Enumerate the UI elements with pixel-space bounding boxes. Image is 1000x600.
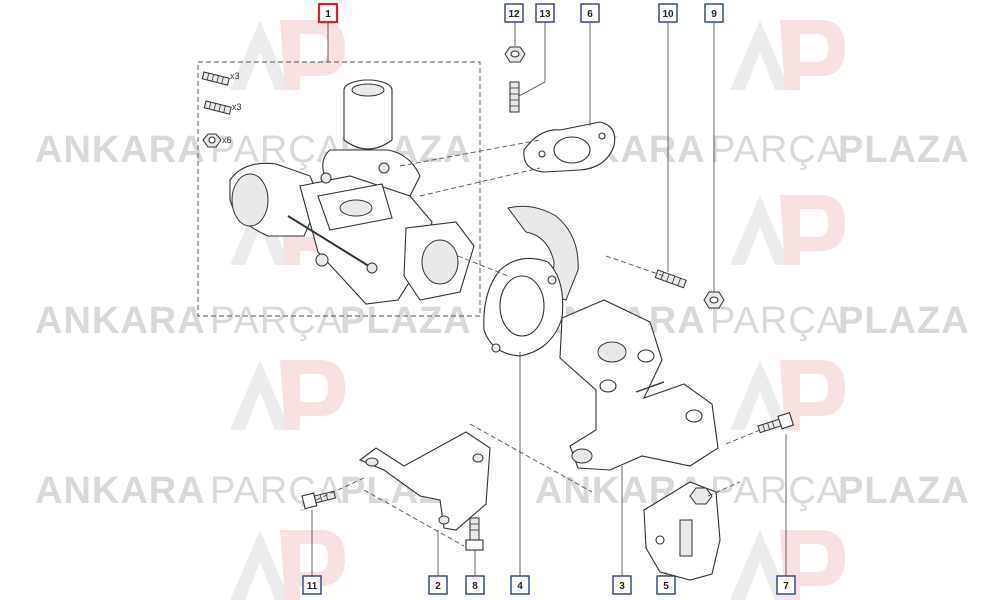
- watermark-text-row: ANKARA PARÇA PLAZA ANKARA PARÇA PLAZA: [35, 129, 970, 171]
- svg-text:13: 13: [539, 9, 551, 20]
- watermark-word: ANKARA: [35, 470, 206, 512]
- nut-part[interactable]: [202, 133, 222, 148]
- bolt-part[interactable]: [465, 517, 484, 551]
- assembly-lines: [315, 139, 761, 547]
- nut-part[interactable]: [703, 291, 725, 309]
- callout-13[interactable]: 13: [535, 3, 555, 23]
- watermark-word: PARÇA: [710, 129, 843, 171]
- callout-6[interactable]: 6: [580, 3, 600, 23]
- callout-9[interactable]: 9: [704, 3, 724, 23]
- bracket-part[interactable]: [358, 431, 491, 531]
- callout-7[interactable]: 7: [776, 575, 796, 595]
- gasket-part[interactable]: [523, 121, 616, 173]
- callout-4[interactable]: 4: [510, 575, 530, 595]
- watermark-word: PARÇA: [710, 300, 843, 342]
- svg-text:6: 6: [587, 9, 593, 20]
- watermark-word: PLAZA: [838, 129, 970, 171]
- svg-text:12: 12: [508, 9, 520, 20]
- stud-part[interactable]: [201, 71, 230, 86]
- watermark-word: PLAZA: [838, 300, 970, 342]
- bolt-part[interactable]: [757, 411, 795, 436]
- assembly-boundary: [197, 61, 481, 317]
- quantity-label: x6: [222, 135, 232, 145]
- watermark-word: PARÇA: [210, 470, 343, 512]
- stud-part[interactable]: [509, 81, 520, 113]
- bolt-part[interactable]: [301, 488, 337, 510]
- callout-2[interactable]: 2: [428, 575, 448, 595]
- svg-text:2: 2: [435, 581, 441, 592]
- watermark-word: PARÇA: [210, 300, 343, 342]
- stud-part[interactable]: [654, 269, 687, 289]
- watermark-word: ANKARA: [35, 300, 206, 342]
- svg-text:5: 5: [663, 581, 669, 592]
- svg-text:11: 11: [307, 581, 318, 592]
- nut-part[interactable]: [504, 46, 526, 63]
- exhaust-manifold-part[interactable]: [559, 299, 719, 471]
- svg-text:4: 4: [517, 581, 523, 592]
- svg-text:1: 1: [325, 9, 331, 20]
- svg-text:3: 3: [619, 581, 625, 592]
- svg-text:7: 7: [783, 581, 789, 592]
- watermark-text-row: ANKARA PARÇA PLAZA ANKARA PARÇA PLAZA: [35, 470, 970, 512]
- watermark-word: ANKARA: [35, 129, 206, 171]
- watermark-word: PARÇA: [710, 470, 843, 512]
- callout-11[interactable]: 11: [302, 575, 322, 595]
- bracket-part[interactable]: [643, 481, 721, 581]
- svg-text:8: 8: [472, 581, 478, 592]
- callout-12[interactable]: 12: [504, 3, 524, 23]
- quantity-label: x3: [232, 102, 242, 112]
- callout-3[interactable]: 3: [612, 575, 632, 595]
- callout-8[interactable]: 8: [465, 575, 485, 595]
- leader-lines: [311, 22, 787, 576]
- watermark-word: PLAZA: [838, 470, 970, 512]
- heat-shield-part[interactable]: [483, 205, 579, 357]
- callout-1[interactable]: 1: [317, 2, 339, 24]
- stud-part[interactable]: [203, 100, 232, 115]
- svg-text:9: 9: [711, 9, 717, 20]
- callout-10[interactable]: 10: [658, 3, 678, 23]
- quantity-label: x3: [230, 71, 240, 81]
- watermark-word: PLAZA: [340, 300, 472, 342]
- svg-text:10: 10: [662, 9, 674, 20]
- callout-5[interactable]: 5: [656, 575, 676, 595]
- turbocharger-part[interactable]: [229, 79, 475, 305]
